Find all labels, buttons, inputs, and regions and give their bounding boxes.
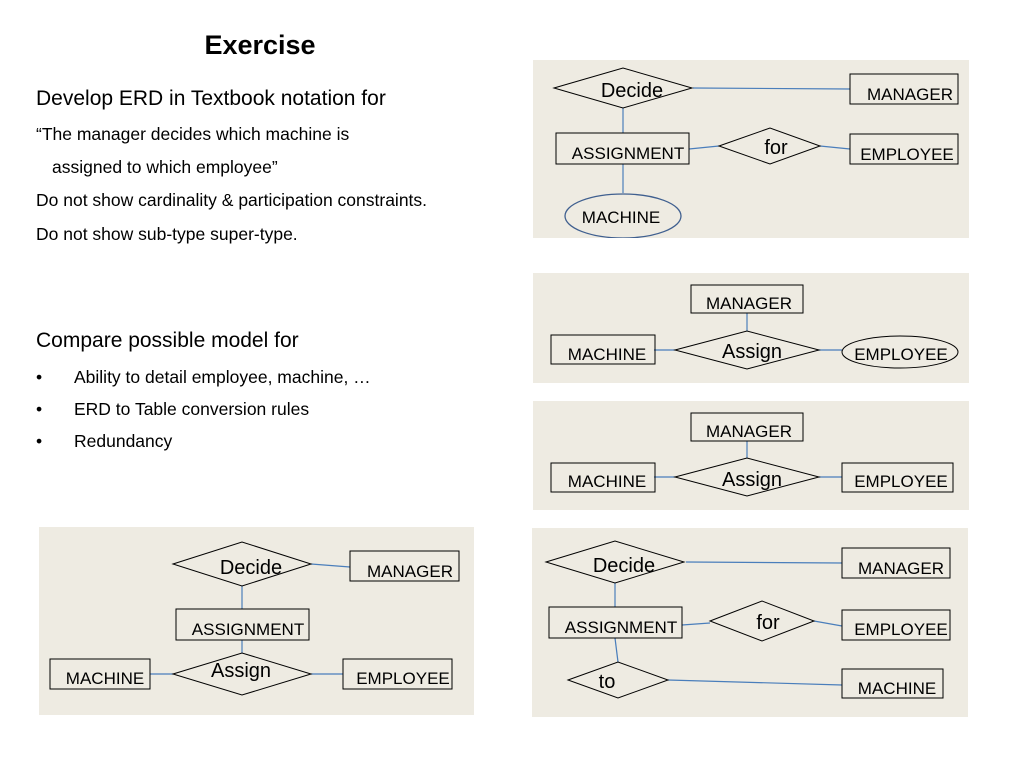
for-label: for — [764, 137, 788, 159]
assignment-entity — [175, 608, 310, 641]
manager-label: MANAGER — [858, 559, 944, 578]
erd-diagram-3-canvas: MANAGER MACHINE Assign EMPLOYEE — [550, 412, 954, 497]
employee-entity — [342, 658, 453, 690]
connector-line — [692, 87, 851, 90]
assignment-label: ASSIGNMENT — [565, 618, 677, 637]
decide-relationship — [552, 67, 694, 109]
erd-diagram-2-canvas: MANAGER MACHINE Assign EMPLOYEE — [550, 284, 959, 370]
connector-line — [667, 679, 843, 686]
manager-label: MANAGER — [867, 85, 953, 104]
connector-line — [310, 563, 351, 568]
to-relationship — [566, 661, 670, 699]
manager-entity — [349, 550, 460, 582]
employee-label: EMPLOYEE — [854, 620, 948, 639]
erd-diagram-1-canvas: Decide MANAGER ASSIGNMENT for EMPLOYEE M… — [552, 67, 959, 238]
employee-entity — [841, 609, 951, 641]
compare-item: ERD to Table conversion rules — [74, 399, 310, 419]
connectors — [654, 441, 842, 478]
employee-entity — [841, 462, 954, 493]
for-label: for — [756, 612, 780, 634]
assign-relationship — [171, 652, 313, 696]
compare-item: Ability to detail employee, machine, … — [74, 367, 371, 387]
connectors — [614, 561, 843, 686]
erd-diagram-1: Decide MANAGER ASSIGNMENT for EMPLOYEE M… — [533, 60, 969, 238]
machine-entity — [550, 334, 656, 365]
connector-line — [614, 637, 619, 663]
connector-line — [688, 145, 720, 150]
compare-item: Redundancy — [74, 431, 173, 451]
connector-line — [685, 561, 843, 564]
decide-label: Decide — [601, 80, 663, 102]
connectors — [654, 313, 842, 351]
assignment-label: ASSIGNMENT — [192, 620, 304, 639]
erd-diagram-5-canvas: Decide MANAGER ASSIGNMENT for EMPLOYEE t… — [544, 540, 951, 699]
employee-label: EMPLOYEE — [356, 669, 450, 688]
quote-line-1: “The manager decides which machine is — [36, 124, 350, 144]
assignment-entity — [548, 606, 683, 639]
for-relationship — [708, 600, 816, 642]
erd-diagram-4: Decide MANAGER ASSIGNMENT MACHINE Assign… — [39, 527, 474, 715]
bullet-marker: • — [36, 367, 43, 387]
assign-label: Assign — [211, 660, 271, 682]
assign-label: Assign — [722, 341, 782, 363]
connector-line — [819, 145, 851, 150]
assign-relationship — [673, 457, 821, 497]
rule-subtype: Do not show sub-type super-type. — [36, 224, 298, 244]
manager-label: MANAGER — [706, 294, 792, 313]
intro-heading: Develop ERD in Textbook notation for — [36, 87, 386, 110]
rule-cardinality: Do not show cardinality & participation … — [36, 190, 428, 210]
employee-label: EMPLOYEE — [854, 345, 948, 364]
assignment-label: ASSIGNMENT — [572, 144, 684, 163]
compare-heading: Compare possible model for — [36, 329, 299, 352]
erd-diagram-4-canvas: Decide MANAGER ASSIGNMENT MACHINE Assign… — [49, 541, 460, 696]
slide-title: Exercise — [204, 30, 316, 60]
machine-entity — [550, 462, 656, 493]
quote-line-2: assigned to which employee” — [52, 157, 278, 177]
erd-diagram-2: MANAGER MACHINE Assign EMPLOYEE — [533, 273, 969, 383]
machine-label: MACHINE — [568, 345, 646, 364]
for-relationship — [717, 127, 822, 165]
manager-label: MANAGER — [367, 562, 453, 581]
assign-label: Assign — [722, 469, 782, 491]
employee-label: EMPLOYEE — [854, 472, 948, 491]
erd-diagram-5: Decide MANAGER ASSIGNMENT for EMPLOYEE t… — [532, 528, 968, 717]
bullet-marker: • — [36, 431, 43, 451]
erd-diagram-3: MANAGER MACHINE Assign EMPLOYEE — [533, 401, 969, 510]
connectors — [150, 563, 351, 675]
employee-ellipse — [841, 335, 959, 369]
bullet-marker: • — [36, 399, 43, 419]
decide-label: Decide — [593, 555, 655, 577]
decide-relationship — [171, 541, 313, 587]
decide-relationship — [544, 540, 686, 584]
machine-entity — [49, 658, 151, 690]
employee-label: EMPLOYEE — [860, 145, 954, 164]
manager-entity — [690, 284, 804, 314]
machine-label: MACHINE — [858, 679, 936, 698]
machine-label: MACHINE — [568, 472, 646, 491]
connector-line — [681, 622, 711, 626]
manager-label: MANAGER — [706, 422, 792, 441]
manager-entity — [849, 73, 959, 105]
machine-weak-entity — [564, 193, 682, 238]
connectors — [622, 87, 851, 193]
decide-label: Decide — [220, 557, 282, 579]
machine-label: MACHINE — [66, 669, 144, 688]
assignment-entity — [555, 132, 690, 165]
manager-entity — [690, 412, 804, 442]
employee-entity — [849, 133, 959, 165]
connector-line — [813, 620, 843, 627]
machine-label: MACHINE — [582, 208, 660, 227]
manager-entity — [841, 547, 951, 579]
to-label: to — [599, 671, 616, 693]
machine-entity — [841, 668, 944, 699]
assign-relationship — [673, 330, 821, 370]
